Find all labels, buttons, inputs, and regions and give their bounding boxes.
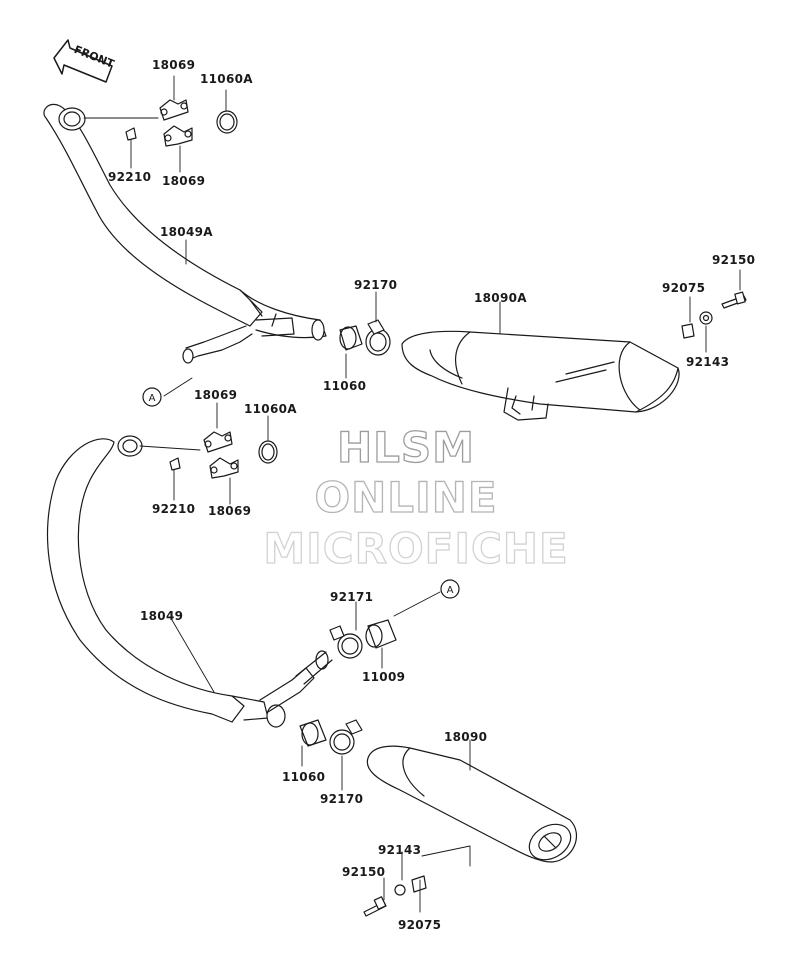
lower-sleeve-parts <box>299 719 363 755</box>
part-label-11060: 11060 <box>282 770 326 784</box>
leader-lines <box>83 75 741 913</box>
watermark-line3: MICROFICHE <box>263 523 569 573</box>
part-label-18090: 18090 <box>444 730 488 744</box>
lower-muffler <box>366 745 578 863</box>
part-label-92171: 92171 <box>330 590 374 604</box>
upper-joint-parts <box>339 319 391 356</box>
connector-a-lower: A <box>440 579 460 599</box>
lower-joint-parts <box>329 619 397 659</box>
part-label-18049: 18049 <box>140 609 184 623</box>
part-label-18069: 18069 <box>152 58 196 72</box>
part-label-11009: 11009 <box>362 670 406 684</box>
connector-a-upper: A <box>142 387 162 407</box>
front-arrow: FRONT <box>53 39 116 83</box>
part-label-92150: 92150 <box>712 253 756 267</box>
lower-muffler-fasteners <box>363 875 427 917</box>
watermark-line2: ONLINE <box>314 472 498 522</box>
part-label-18090a: 18090A <box>474 291 527 305</box>
part-label-92210: 92210 <box>108 170 152 184</box>
part-label-92075: 92075 <box>398 918 442 932</box>
part-label-18049a: 18049A <box>160 225 213 239</box>
upper-muffler <box>401 330 680 421</box>
watermark-line1: HLSM <box>336 422 475 472</box>
part-label-92170: 92170 <box>354 278 398 292</box>
upper-muffler-fasteners <box>681 291 747 339</box>
part-label-11060: 11060 <box>323 379 367 393</box>
part-label-18069: 18069 <box>208 504 252 518</box>
part-label-18069: 18069 <box>162 174 206 188</box>
upper-header-pipe <box>43 103 327 364</box>
part-label-92143: 92143 <box>686 355 730 369</box>
lower-header-pipe <box>46 435 333 728</box>
part-label-11060a: 11060A <box>200 72 253 86</box>
part-label-92150: 92150 <box>342 865 386 879</box>
part-label-92210: 92210 <box>152 502 196 516</box>
upper-flange-parts <box>125 99 238 147</box>
lower-flange-parts <box>169 431 278 479</box>
part-label-92143: 92143 <box>378 843 422 857</box>
part-label-92170: 92170 <box>320 792 364 806</box>
part-label-18069: 18069 <box>194 388 238 402</box>
connector-a-upper-label: A <box>149 393 156 404</box>
part-label-92075: 92075 <box>662 281 706 295</box>
part-label-11060a: 11060A <box>244 402 297 416</box>
connector-a-lower-label: A <box>447 585 454 596</box>
